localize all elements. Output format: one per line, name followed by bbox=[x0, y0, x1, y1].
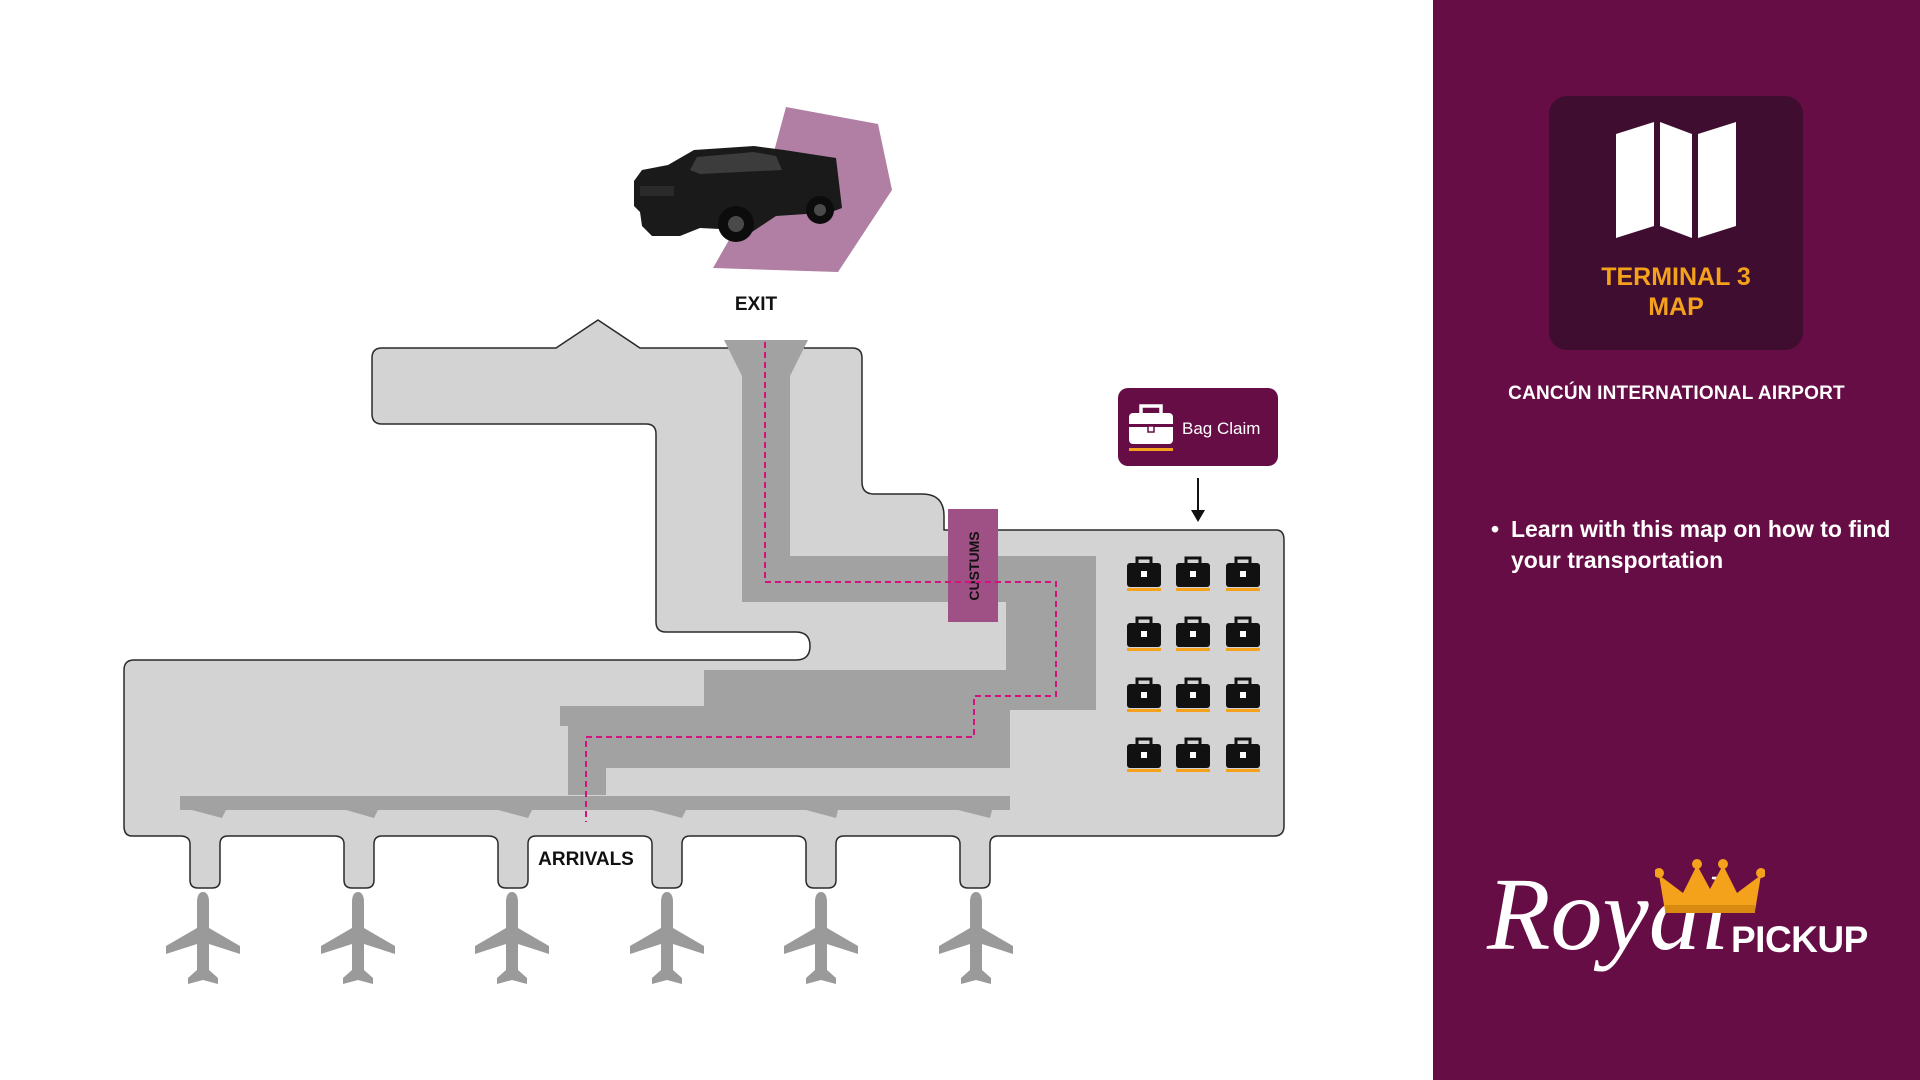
bag-claim-label: Bag Claim bbox=[1182, 419, 1260, 438]
info-panel: TERMINAL 3 MAP CANCÚN INTERNATIONAL AIRP… bbox=[1433, 0, 1920, 1080]
folded-map-icon bbox=[1616, 122, 1736, 238]
customs-area bbox=[948, 509, 998, 622]
plane-row bbox=[166, 892, 1013, 984]
logo-pickup-text: PICKUP bbox=[1731, 919, 1868, 960]
royal-pickup-logo: Royal PICKUP bbox=[1473, 855, 1893, 985]
airplane-icon bbox=[630, 892, 704, 984]
bullet-text: Learn with this map on how to find your … bbox=[1511, 516, 1891, 573]
airplane-icon bbox=[475, 892, 549, 984]
terminal-map-canvas: EXIT CUSTUMS Bag Claim ARRIVALS bbox=[123, 107, 1285, 984]
exit-label: EXIT bbox=[735, 294, 778, 315]
terminal-map-card: TERMINAL 3 MAP bbox=[1549, 96, 1803, 350]
arrivals-label: ARRIVALS bbox=[538, 849, 634, 870]
map-card-title-line2: MAP bbox=[1648, 293, 1704, 321]
logo-royal-text: Royal bbox=[1487, 857, 1730, 972]
airplane-icon bbox=[166, 892, 240, 984]
crown-icon bbox=[1655, 859, 1765, 913]
terminal-map: EXIT CUSTUMS Bag Claim ARRIVALS bbox=[123, 107, 1285, 984]
suv-icon bbox=[634, 146, 842, 242]
map-card-title-line1: TERMINAL 3 bbox=[1601, 263, 1751, 291]
airplane-icon bbox=[321, 892, 395, 984]
terminal-corridors bbox=[180, 340, 1096, 818]
airport-name: CANCÚN INTERNATIONAL AIRPORT bbox=[1508, 383, 1845, 404]
airplane-icon bbox=[784, 892, 858, 984]
bag-claim-sign bbox=[1118, 388, 1278, 466]
info-bullet: • Learn with this map on how to find you… bbox=[1491, 514, 1893, 576]
suitcase-icon bbox=[1129, 404, 1173, 451]
airplane-icon bbox=[939, 892, 1013, 984]
route-path bbox=[585, 342, 1057, 822]
customs-label: CUSTUMS bbox=[966, 531, 982, 600]
bullet-marker: • bbox=[1491, 516, 1500, 542]
arrow-down-icon bbox=[1191, 478, 1205, 522]
